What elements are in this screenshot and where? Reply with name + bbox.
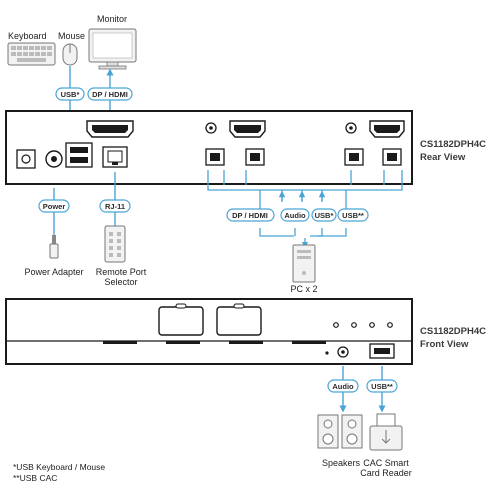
monitor-icon: [88, 28, 137, 70]
cac-label-1: CAC Smart: [363, 458, 409, 468]
usb-b-ports-pc1: [205, 148, 265, 166]
usb-top-pill-label: USB*: [61, 90, 80, 99]
usb-top-pill: [55, 87, 85, 101]
hdmi-port-console: [86, 120, 134, 138]
pc-label: PC x 2: [290, 284, 317, 294]
footnote-2: **USB CAC: [13, 473, 57, 483]
audio-pc-pill: [280, 208, 310, 222]
speakers-icon: [317, 414, 363, 449]
mouse-icon: [62, 43, 78, 66]
rear-model-label: CS1182DPH4C: [420, 139, 486, 150]
cac-card-reader-icon: [369, 413, 403, 451]
remote-port-label-1: Remote Port: [96, 267, 147, 277]
rj11-pill-label: RJ-11: [105, 202, 125, 211]
audio-front-pill: [327, 379, 359, 393]
usb-b-ports-pc2: [344, 148, 402, 166]
monitor-label: Monitor: [97, 14, 127, 24]
audio-front-pill-label: Audio: [332, 382, 354, 391]
usb-ports-rear: [65, 142, 93, 168]
remote-port-selector-icon: [104, 225, 126, 263]
audio-pc-pill-label: Audio: [284, 211, 306, 220]
usb2-pc-pill: [337, 208, 369, 222]
front-panel: [5, 298, 413, 365]
pc-tower-icon: [292, 244, 316, 283]
rj11-port: [102, 146, 128, 168]
power-pill-label: Power: [43, 202, 66, 211]
hdmi-port-pc1: [229, 120, 266, 138]
speakers-label: Speakers: [322, 458, 361, 468]
usb-pc-pill: [311, 208, 337, 222]
usb2-pc-pill-label: USB**: [342, 211, 364, 220]
power-pill: [38, 199, 70, 213]
front-model-label: CS1182DPH4C: [420, 326, 486, 337]
power-adapter-icon: [49, 235, 59, 259]
dp-pc-pill: [226, 208, 275, 222]
keyboard-label: Keyboard: [8, 31, 47, 41]
dp-top-pill-label: DP / HDMI: [92, 90, 128, 99]
dp-pc-pill-label: DP / HDMI: [232, 211, 268, 220]
power-adapter-label: Power Adapter: [24, 267, 83, 277]
audio-port-front: [325, 346, 349, 358]
front-view-label: Front View: [420, 339, 469, 350]
cac-label-2: Card Reader: [360, 468, 412, 478]
rj11-pill: [99, 199, 131, 213]
hdmi-port-pc2: [369, 120, 405, 138]
footnote-1: *USB Keyboard / Mouse: [13, 462, 105, 472]
port-button-2[interactable]: [216, 303, 262, 336]
usb-front-pill: [366, 379, 398, 393]
usb-front-pill-label: USB**: [371, 382, 393, 391]
usb-pc-pill-label: USB*: [315, 211, 334, 220]
dp-top-pill: [87, 87, 133, 101]
port-button-1[interactable]: [158, 303, 204, 336]
usb-port-front: [369, 343, 395, 359]
keyboard-icon: [7, 42, 56, 66]
front-panel-grips: [103, 341, 326, 344]
remote-port-label-2: Selector: [104, 277, 137, 287]
status-leds: [333, 322, 393, 328]
rear-view-label: Rear View: [420, 152, 466, 163]
mouse-label: Mouse: [58, 31, 85, 41]
